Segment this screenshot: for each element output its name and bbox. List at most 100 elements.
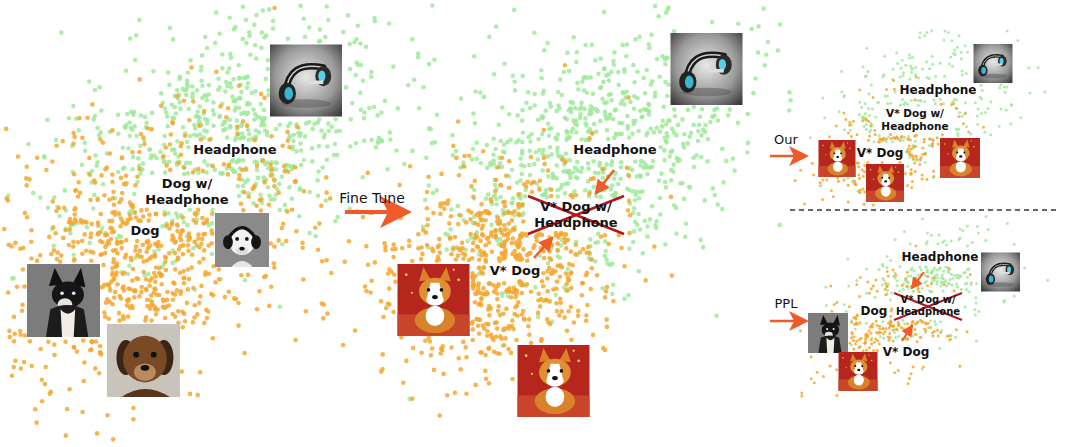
- embedding-dot: [591, 91, 596, 96]
- embedding-dot: [569, 130, 574, 135]
- embedding-dot: [125, 303, 130, 308]
- embedding-dot: [667, 154, 672, 159]
- embedding-dot: [536, 137, 541, 142]
- embedding-dot: [267, 193, 272, 198]
- embedding-dot: [285, 130, 290, 135]
- embedding-dot: [304, 309, 309, 314]
- embedding-dot: [89, 222, 94, 227]
- embedding-dot: [182, 98, 187, 103]
- embedding-dot: [269, 285, 274, 290]
- embedding-dot: [225, 135, 230, 140]
- embedding-dot: [81, 379, 86, 384]
- embedding-dot: [190, 95, 195, 100]
- embedding-dot: [506, 221, 511, 226]
- embedding-dot: [38, 347, 43, 352]
- embedding-dot: [462, 164, 467, 169]
- embedding-dot: [230, 94, 235, 99]
- embedding-dot: [625, 126, 630, 131]
- embedding-dot: [497, 122, 502, 127]
- embedding-dot: [673, 114, 678, 119]
- embedding-dot: [396, 106, 401, 111]
- embedding-dot: [366, 171, 371, 176]
- embedding-dot: [584, 313, 589, 318]
- embedding-dot: [223, 89, 228, 94]
- embedding-dot: [117, 211, 122, 216]
- embedding-dot: [153, 279, 158, 284]
- embedding-dot: [520, 172, 525, 177]
- embedding-dot: [553, 293, 558, 298]
- embedding-dot: [278, 304, 283, 309]
- embedding-dot: [111, 196, 116, 201]
- embedding-dot: [67, 387, 72, 392]
- embedding-dot: [198, 294, 203, 299]
- embedding-dot: [694, 153, 699, 158]
- embedding-dot: [164, 268, 169, 273]
- embedding-dot: [540, 132, 545, 137]
- embedding-dot: [645, 234, 650, 239]
- embedding-dot: [711, 114, 716, 119]
- embedding-dot: [145, 298, 150, 303]
- embedding-dot: [602, 66, 607, 71]
- embedding-dot: [611, 59, 616, 64]
- embedding-dot: [130, 306, 135, 311]
- embedding-dot: [203, 232, 208, 237]
- embedding-dot: [566, 309, 571, 314]
- embedding-dot: [125, 112, 130, 117]
- embedding-dot: [312, 122, 317, 127]
- embedding-dot: [329, 125, 334, 130]
- embedding-dot: [539, 68, 544, 73]
- embedding-dot: [152, 271, 157, 276]
- embedding-dot: [687, 185, 692, 190]
- embedding-dot: [166, 124, 171, 129]
- embedding-dot: [153, 306, 158, 311]
- embedding-dot: [274, 161, 279, 166]
- embedding-dot: [158, 150, 163, 155]
- embedding-dot: [500, 105, 505, 110]
- embedding-dot: [272, 184, 277, 189]
- embedding-dot: [635, 69, 640, 74]
- embedding-dot: [59, 253, 64, 258]
- embedding-dot: [244, 41, 249, 46]
- embedding-dot: [22, 360, 27, 365]
- embedding-dot: [231, 99, 236, 104]
- embedding-dot: [113, 212, 118, 217]
- embedding-dot: [131, 406, 136, 411]
- embedding-dot: [663, 242, 668, 247]
- embedding-dot: [133, 58, 138, 63]
- embedding-dot: [202, 109, 207, 114]
- embedding-dot: [111, 437, 116, 442]
- embedding-dot: [708, 120, 713, 125]
- embedding-dot: [205, 217, 210, 222]
- embedding-dot: [584, 123, 589, 128]
- embedding-dot: [394, 148, 399, 153]
- embedding-dot: [533, 285, 538, 290]
- embedding-dot: [648, 217, 653, 222]
- embedding-dot: [489, 223, 494, 228]
- embedding-dot: [195, 243, 200, 248]
- embedding-dot: [153, 212, 158, 217]
- embedding-dot: [100, 240, 105, 245]
- embedding-dot: [18, 333, 23, 338]
- embedding-dot: [303, 134, 308, 139]
- embedding-dot: [29, 239, 34, 244]
- embedding-dot: [216, 88, 221, 93]
- embedding-dot: [618, 176, 623, 181]
- embedding-dot: [34, 420, 39, 425]
- embedding-dot: [637, 269, 642, 274]
- embedding-dot: [229, 55, 234, 60]
- embedding-dot: [391, 255, 396, 260]
- embedding-dot: [165, 290, 170, 295]
- embedding-dot: [696, 129, 701, 134]
- embedding-dot: [237, 177, 242, 182]
- embedding-dot: [556, 132, 561, 137]
- embedding-dot: [359, 108, 364, 113]
- embedding-dot: [211, 108, 216, 113]
- embedding-dot: [316, 248, 321, 253]
- embedding-dot: [165, 114, 170, 119]
- embedding-dot: [28, 339, 33, 344]
- embedding-dot: [205, 129, 210, 134]
- embedding-dot: [166, 211, 171, 216]
- embedding-dot: [214, 70, 219, 75]
- embedding-dot: [310, 127, 315, 132]
- embedding-dot: [385, 167, 390, 172]
